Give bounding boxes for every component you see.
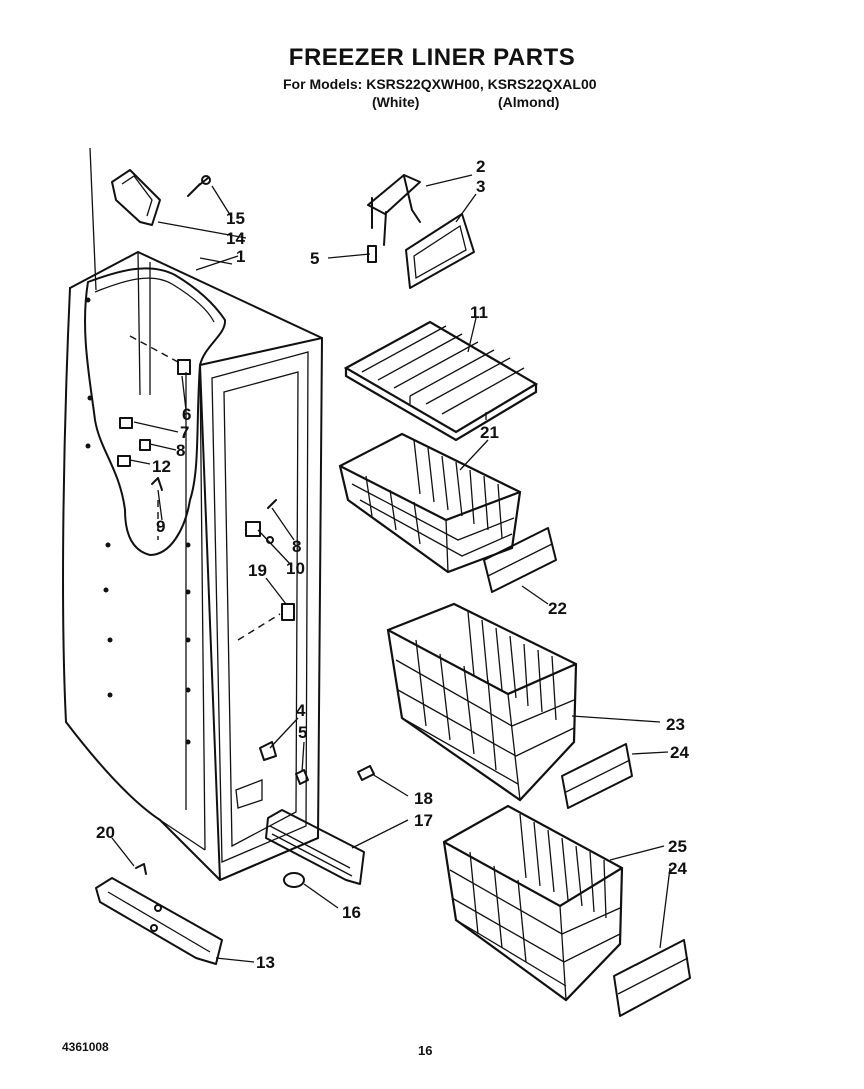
callout-5-top: 5 xyxy=(310,249,319,268)
leader-lines xyxy=(111,174,671,963)
callout-18: 18 xyxy=(414,789,433,808)
cover-part-3 xyxy=(405,213,475,289)
callout-15: 15 xyxy=(226,209,245,228)
callout-labels: 1 2 3 4 5 5 6 7 8 8 9 10 11 12 13 14 15 … xyxy=(96,157,689,972)
callout-17: 17 xyxy=(414,811,433,830)
color-almond-label: (Almond) xyxy=(498,94,560,110)
callout-12: 12 xyxy=(152,457,171,476)
side-hardware xyxy=(117,335,309,785)
callout-24-lower: 24 xyxy=(668,859,687,878)
page-title: FREEZER LINER PARTS xyxy=(288,44,576,71)
callout-11: 11 xyxy=(470,303,488,322)
bracket-part-13 xyxy=(95,877,223,965)
basket-front-part-24-upper xyxy=(561,743,633,809)
basket-part-21 xyxy=(338,432,522,574)
callout-25: 25 xyxy=(668,837,687,856)
callout-21: 21 xyxy=(480,423,499,442)
hinge-part-2 xyxy=(367,174,421,246)
callout-10: 10 xyxy=(286,559,305,578)
callout-20: 20 xyxy=(96,823,115,842)
document-number: 4361008 xyxy=(62,1040,109,1054)
basket-front-part-24-lower xyxy=(613,939,691,1017)
callout-8-lower: 8 xyxy=(292,537,301,556)
screw-part-20 xyxy=(135,863,147,875)
freezer-liner-drawing xyxy=(62,147,323,881)
callout-24-upper: 24 xyxy=(670,743,689,762)
color-white-label: (White) xyxy=(372,94,420,110)
callout-4: 4 xyxy=(296,701,306,720)
callout-13: 13 xyxy=(256,953,275,972)
callout-23: 23 xyxy=(666,715,685,734)
callout-5-lower: 5 xyxy=(298,723,307,742)
callout-7: 7 xyxy=(180,423,189,442)
wire-shelf-part-11 xyxy=(343,320,539,442)
callout-3: 3 xyxy=(476,177,485,196)
callout-1: 1 xyxy=(236,247,245,266)
callout-6: 6 xyxy=(182,405,191,424)
screw-part-18 xyxy=(357,765,375,781)
vent-part-17 xyxy=(265,809,365,885)
plug-part-16 xyxy=(283,872,305,888)
basket-part-25 xyxy=(442,804,624,1002)
bracket-part-14 xyxy=(111,169,161,226)
callout-8-upper: 8 xyxy=(176,441,185,460)
callout-19: 19 xyxy=(248,561,267,580)
basket-part-23 xyxy=(386,602,578,802)
callout-16: 16 xyxy=(342,903,361,922)
callout-22: 22 xyxy=(548,599,567,618)
basket-front-part-22 xyxy=(483,527,557,593)
model-numbers: For Models: KSRS22QXWH00, KSRS22QXAL00 xyxy=(283,76,597,92)
callout-9: 9 xyxy=(156,517,165,536)
callout-14: 14 xyxy=(226,229,245,248)
page-number: 16 xyxy=(418,1043,433,1058)
callout-2: 2 xyxy=(476,157,485,176)
screw-part-15 xyxy=(187,175,211,197)
